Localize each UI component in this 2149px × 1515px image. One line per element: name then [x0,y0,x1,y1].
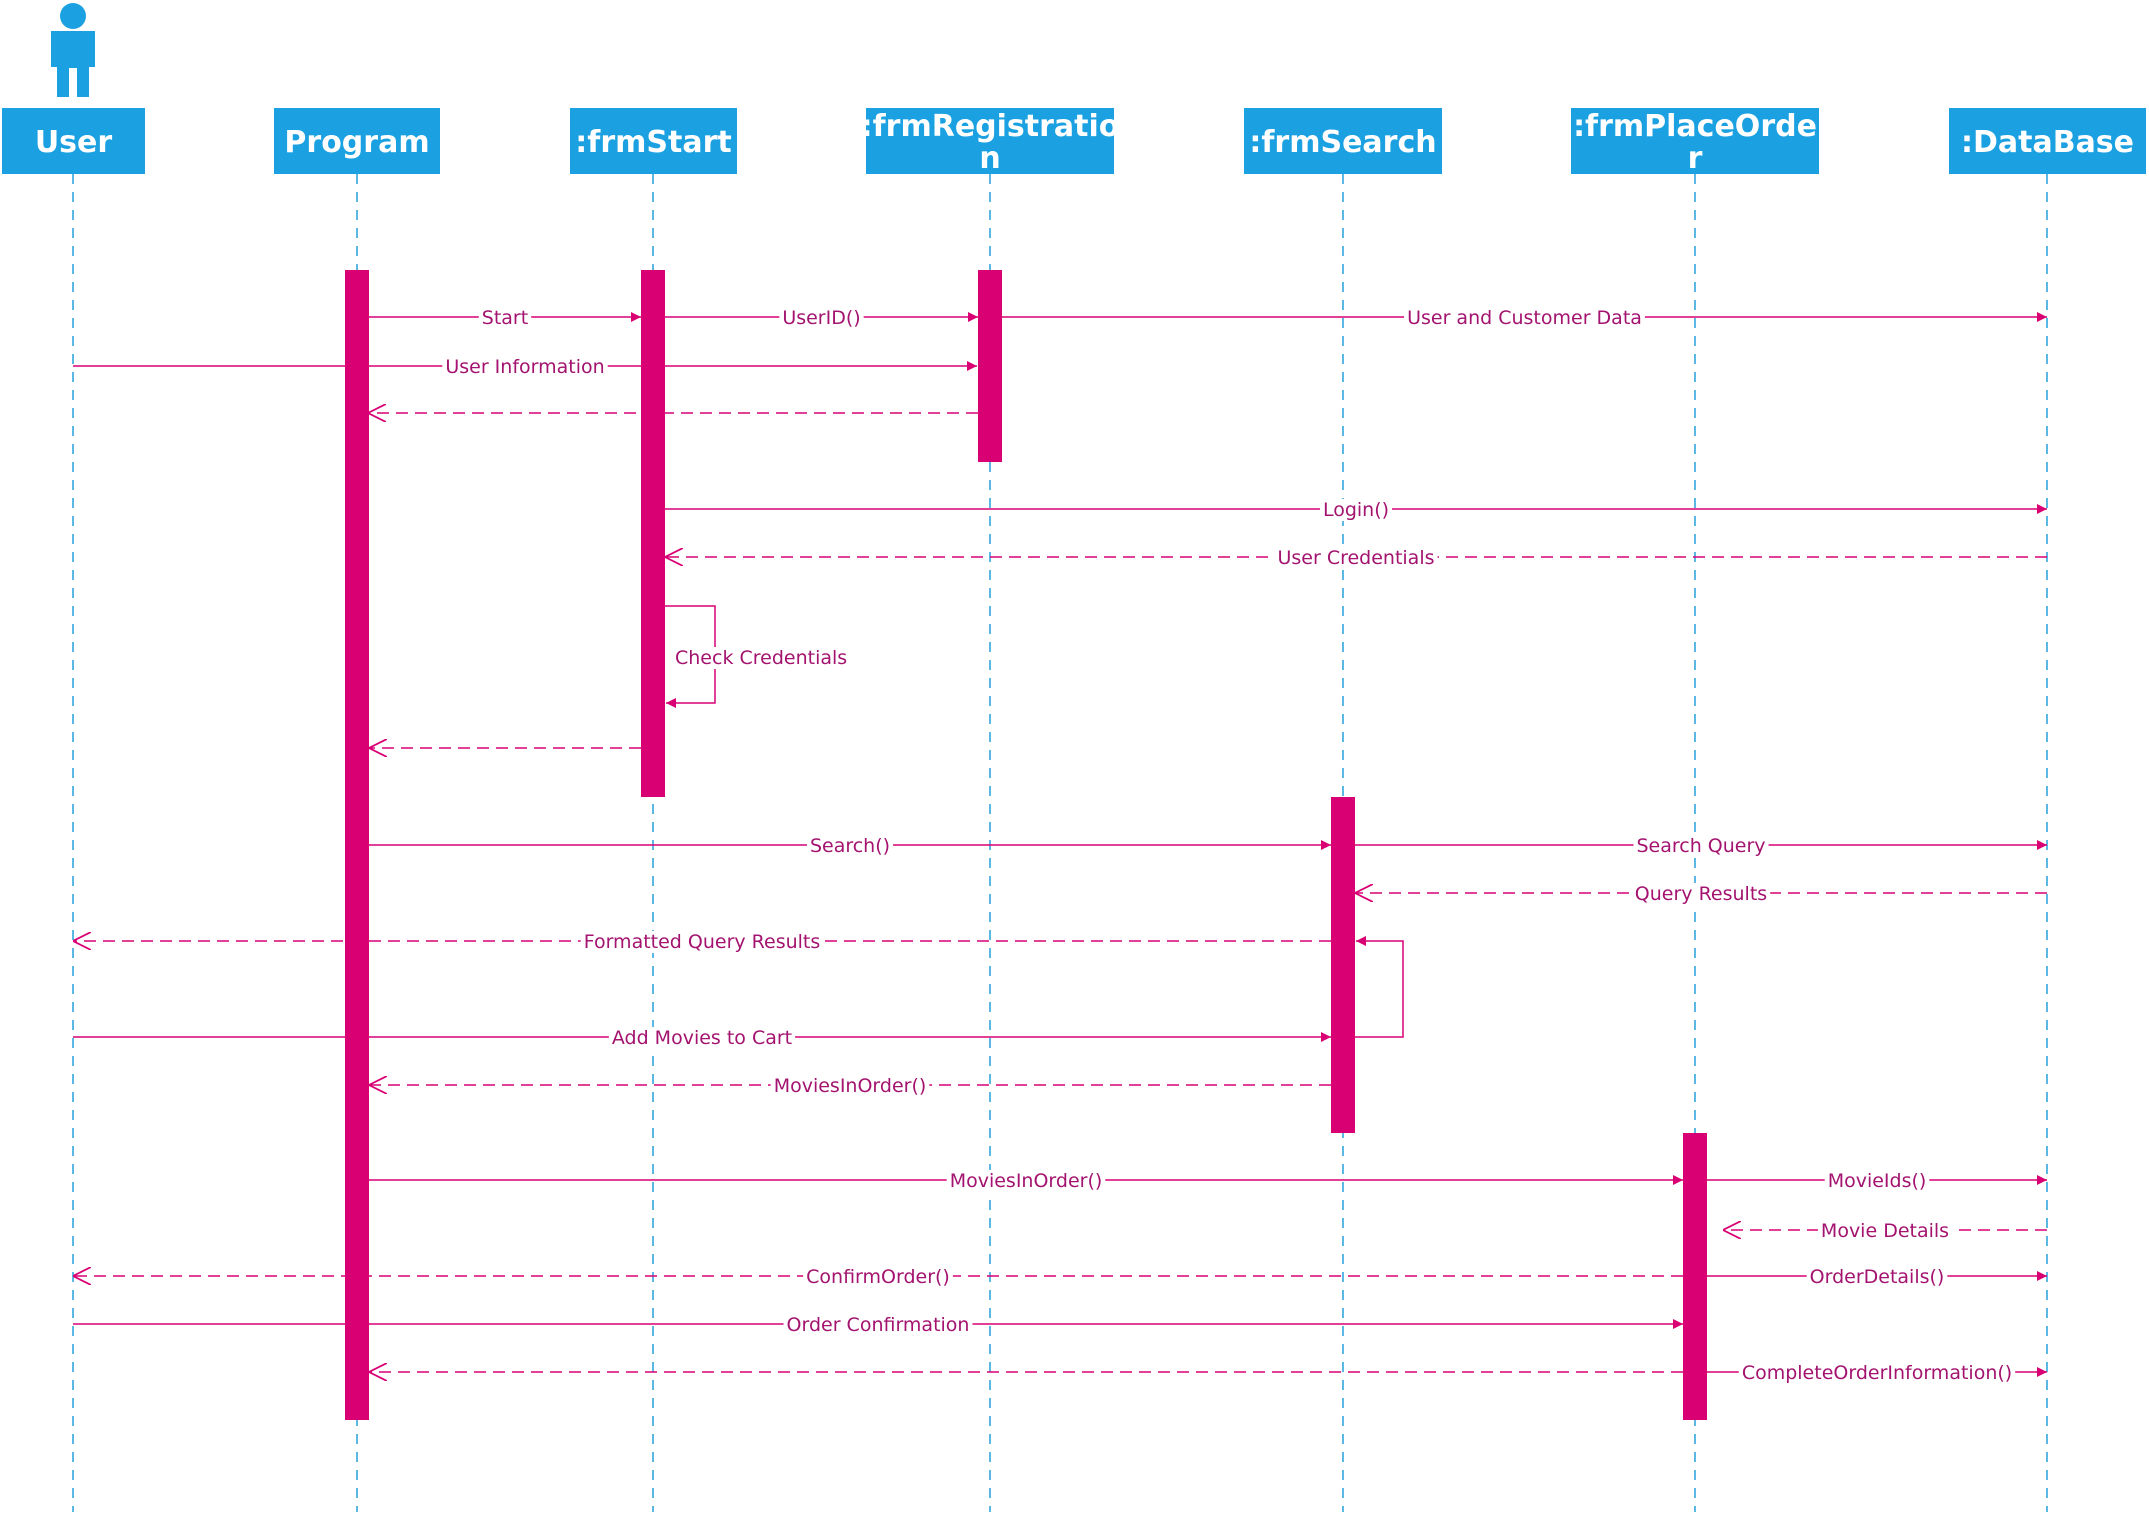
participant-box [1571,108,1819,174]
message-label-bg [580,931,824,953]
message-label-bg [1404,307,1645,329]
self-message-line [1355,936,1404,1038]
message-label: Formatted Query Results [584,931,821,953]
message-label-bg [672,647,851,669]
message-label: Login() [1323,499,1389,521]
activation-bar-program [345,270,369,1420]
message-label: Start [482,307,528,329]
participant-frmsearch: :frmSearch [1244,108,1442,174]
message-label: UserID() [782,307,860,329]
message-label-bg [1824,1170,1930,1192]
message-label: ConfirmOrder() [806,1266,950,1288]
message-label-bg [1633,835,1769,857]
participant-user: User [2,108,145,174]
message-label: MovieIds() [1828,1170,1927,1192]
message-label-bg [779,307,864,329]
participant-program: Program [274,108,440,174]
participant-frmstart: :frmStart [570,108,737,174]
message-label: User Credentials [1277,547,1434,569]
participant-label: :DataBase [1961,125,2134,160]
message-label: Search Query [1636,835,1765,857]
participant-label: r [1688,141,1703,176]
participant-box [866,108,1114,174]
message-label: OrderDetails() [1810,1266,1945,1288]
message-label: MoviesInOrder() [950,1170,1103,1192]
participant-label: :frmPlaceOrde [1573,109,1817,144]
message-label: Add Movies to Cart [612,1027,792,1049]
message-label-bg [442,356,608,378]
activation-bar-frmstart [641,270,665,797]
message-label: Order Confirmation [787,1314,970,1336]
participant-box [570,108,737,174]
search-format-loop [1355,936,1404,1038]
message-label: MoviesInOrder() [774,1075,927,1097]
message-label-bg [803,1266,953,1288]
participant-box [2,108,145,174]
participant-database: :DataBase [1949,108,2146,174]
message-label-bg [1806,1266,1948,1288]
participant-box [274,108,440,174]
participant-label: :frmSearch [1249,125,1436,160]
participant-label: :frmRegistratio [861,109,1120,144]
message-label-bg [783,1314,973,1336]
message-label-bg [478,307,532,329]
activation-bar-frmsearch [1331,797,1355,1133]
participant-label: User [35,125,113,160]
message-label-bg [608,1027,796,1049]
message-label: User and Customer Data [1407,307,1642,329]
message-label-bg [1319,499,1393,521]
message-label: User Information [445,356,604,378]
message-label: Search() [810,835,890,857]
message-label-bg [1738,1362,2016,1384]
message-label: Movie Details [1821,1220,1949,1242]
activation-bars [345,270,1707,1420]
message-label-bg [1631,883,1771,905]
message-label-bg [1274,547,1438,569]
activation-bar-frmregistration [978,270,1002,462]
message-label-bg [770,1075,930,1097]
message-label: CompleteOrderInformation() [1742,1362,2012,1384]
participant-label: :frmStart [575,125,731,160]
participant-box [1949,108,2146,174]
activation-bar-frmplaceorder [1683,1133,1707,1420]
messages: Start UserID() User and Customer DataUser … [73,307,2047,1384]
person-icon [51,3,95,97]
message-label: Check Credentials [675,647,847,669]
message-label-bg [806,835,894,857]
participant-label: n [979,141,1000,176]
participant-label: Program [284,125,429,160]
message-label: Query Results [1635,883,1767,905]
message-label-bg [946,1170,1106,1192]
participant-box [1244,108,1442,174]
message-label-bg [1817,1220,1953,1242]
